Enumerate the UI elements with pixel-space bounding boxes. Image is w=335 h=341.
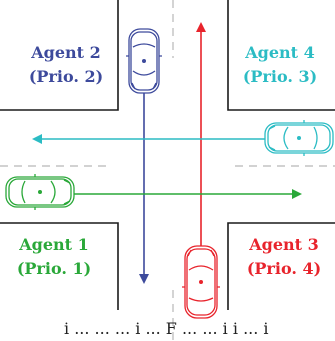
- agent2-car-icon: [126, 28, 162, 94]
- road-edge-top-left: [0, 0, 119, 111]
- road-edges: [0, 0, 335, 310]
- agent2-name: Agent 2: [31, 43, 101, 62]
- road-edge-bottom-right: [227, 222, 335, 310]
- agent3-priority: (Prio. 4): [246, 259, 322, 278]
- agent4-car-icon: [264, 120, 334, 156]
- agent1-label: Agent 1 (Prio. 1): [6, 233, 102, 281]
- agent2-label: Agent 2 (Prio. 2): [14, 41, 118, 89]
- agent4-label: Agent 4 (Prio. 3): [228, 41, 332, 89]
- road-edge-bottom-left: [0, 222, 119, 310]
- figure-caption-fragment: i ... ... ... i ... F ... ... i i ... i: [64, 319, 269, 338]
- agent3-label: Agent 3 (Prio. 4): [232, 233, 335, 281]
- agent1-priority: (Prio. 1): [16, 259, 92, 278]
- road-edge-top-right: [227, 0, 335, 111]
- agent2-priority: (Prio. 2): [28, 67, 104, 86]
- agent1-car-icon: [5, 174, 75, 210]
- agent3-car-icon: [182, 245, 220, 319]
- agent3-name: Agent 3: [249, 235, 319, 254]
- agent4-name: Agent 4: [245, 43, 315, 62]
- agent1-name: Agent 1: [19, 235, 89, 254]
- agent4-priority: (Prio. 3): [242, 67, 318, 86]
